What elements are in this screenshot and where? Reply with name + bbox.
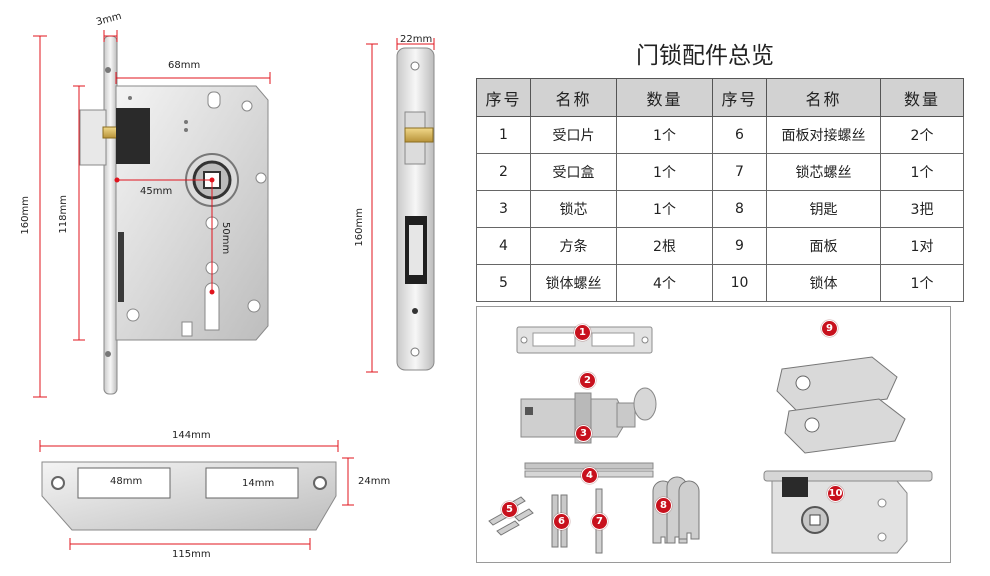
table-cell: 7 [712,153,767,191]
dim-center-distance: 50mm [220,222,231,255]
table-cell: 面板 [766,227,881,265]
table-cell: 9 [712,227,767,265]
table-cell: 锁体螺丝 [530,264,617,302]
table-cell: 受口盒 [530,153,617,191]
lock-faceplate [103,35,118,395]
table-header-row: 序号 名称 数量 序号 名称 数量 [476,78,964,117]
header-index: 序号 [712,78,767,117]
header-qty: 数量 [616,78,713,117]
table-cell: 1个 [880,264,964,302]
page-title: 门锁配件总览 [636,43,774,69]
lock-case [115,85,269,341]
dim-strike-slot: 48mm [110,476,143,487]
table-cell: 1个 [616,153,713,191]
table-cell: 面板对接螺丝 [766,116,881,154]
callout-badge: 1 [574,324,591,341]
header-name: 名称 [766,78,881,117]
faceplate-side-view [396,47,435,371]
table-cell: 5 [476,264,531,302]
table-cell: 6 [712,116,767,154]
callout-badge: 3 [575,425,592,442]
dim-body-height: 118mm [58,195,69,234]
table-cell: 锁芯螺丝 [766,153,881,191]
dim-faceplate-width: 22mm [400,34,433,45]
table-cell: 4个 [616,264,713,302]
table-cell: 锁芯 [530,190,617,228]
header-qty: 数量 [880,78,964,117]
table-cell: 锁体 [766,264,881,302]
dim-strike-height: 24mm [358,476,391,487]
parts-illustration [488,326,933,554]
table-cell: 2个 [880,116,964,154]
table-cell: 1个 [616,116,713,154]
callout-badge: 10 [827,485,844,502]
lock-body-drawing [33,30,435,550]
dim-total-height: 160mm [20,196,31,235]
callout-badge: 7 [591,513,608,530]
table-cell: 3把 [880,190,964,228]
table-cell: 1个 [616,190,713,228]
table-cell: 2 [476,153,531,191]
parts-photo-panel: 1 2 3 4 5 6 7 8 9 10 [476,306,951,563]
dim-backset: 45mm [140,186,173,197]
dim-faceplate-height: 160mm [354,208,365,247]
table-cell: 10 [712,264,767,302]
callout-badge: 8 [655,497,672,514]
callout-badge: 9 [821,320,838,337]
callout-badge: 4 [581,467,598,484]
dim-body-width: 68mm [168,60,201,71]
table-cell: 4 [476,227,531,265]
table-cell: 受口片 [530,116,617,154]
table-cell: 钥匙 [766,190,881,228]
table-cell: 2根 [616,227,713,265]
callout-badge: 2 [579,372,596,389]
table-cell: 1个 [880,153,964,191]
dim-strike-slot-height: 14mm [242,478,275,489]
table-cell: 3 [476,190,531,228]
dim-strike-inner: 115mm [172,549,211,560]
table-cell: 1对 [880,227,964,265]
dim-strike-length: 144mm [172,430,211,441]
table-cell: 方条 [530,227,617,265]
header-index: 序号 [476,78,531,117]
callout-badge: 6 [553,513,570,530]
header-name: 名称 [530,78,617,117]
table-cell: 1 [476,116,531,154]
callout-badge: 5 [501,501,518,518]
table-cell: 8 [712,190,767,228]
